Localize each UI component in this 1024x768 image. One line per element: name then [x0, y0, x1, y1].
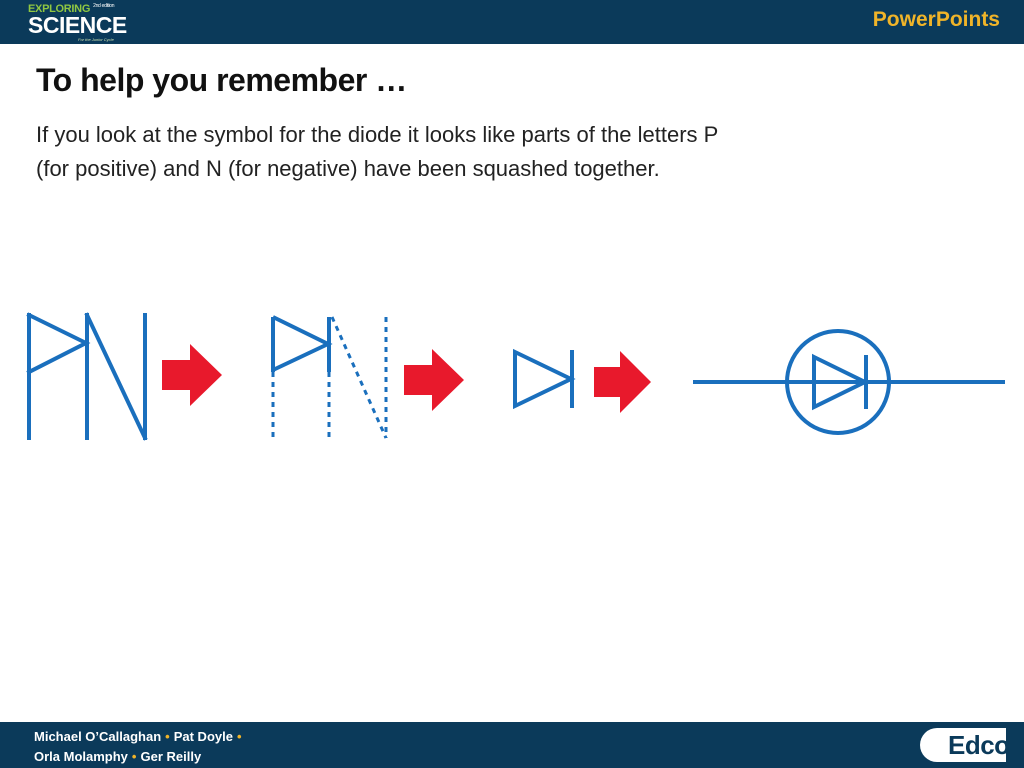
logo-edition: 2nd edition [93, 3, 115, 9]
authors: Michael O’Callaghan•Pat Doyle• Orla Mola… [34, 727, 246, 767]
diode-mnemonic-diagram [26, 312, 1005, 441]
circuit-diode-triangle [812, 353, 870, 411]
letters-p-n-group [26, 312, 148, 441]
author-name: Michael O’Callaghan [34, 729, 162, 744]
letter-n-diagonal [84, 312, 148, 441]
diode-triangle [513, 348, 576, 410]
logo-tagline: For the Junior Cycle [78, 37, 114, 42]
partial-n-diagonal-dotted [330, 316, 388, 439]
diode-symbol-group [513, 348, 576, 410]
diode-circle [785, 329, 891, 435]
edco-logo: Edco [920, 728, 1010, 762]
separator-dot: • [131, 749, 137, 764]
letter-p-bowl [26, 312, 91, 375]
separator-dot: • [236, 729, 242, 744]
slide-body: If you look at the symbol for the diode … [36, 118, 876, 186]
logo-line2: SCIENCE [28, 12, 127, 38]
separator-dot: • [165, 729, 170, 744]
body-line-1: If you look at the symbol for the diode … [36, 122, 719, 147]
bottom-banner: Michael O’Callaghan•Pat Doyle• Orla Mola… [0, 722, 1024, 768]
author-name: Pat Doyle [173, 729, 233, 744]
red-arrow-icon [404, 349, 464, 411]
red-arrow-icon [594, 351, 651, 413]
red-arrow-icon [162, 344, 222, 406]
body-line-2: (for positive) and N (for negative) have… [36, 156, 660, 181]
partial-p-n-group [271, 315, 388, 439]
edco-logo-text: Edco [948, 730, 1010, 760]
author-name: Orla Molamphy [34, 749, 128, 764]
authors-line-2: Orla Molamphy•Ger Reilly [34, 747, 246, 767]
authors-line-1: Michael O’Callaghan•Pat Doyle• [34, 727, 246, 747]
diode-circuit-symbol-group [693, 329, 1005, 435]
author-name: Ger Reilly [140, 749, 202, 764]
slide-title: To help you remember … [36, 62, 407, 98]
partial-p-bowl [272, 315, 333, 372]
powerpoints-brand: PowerPoints [872, 8, 1000, 31]
